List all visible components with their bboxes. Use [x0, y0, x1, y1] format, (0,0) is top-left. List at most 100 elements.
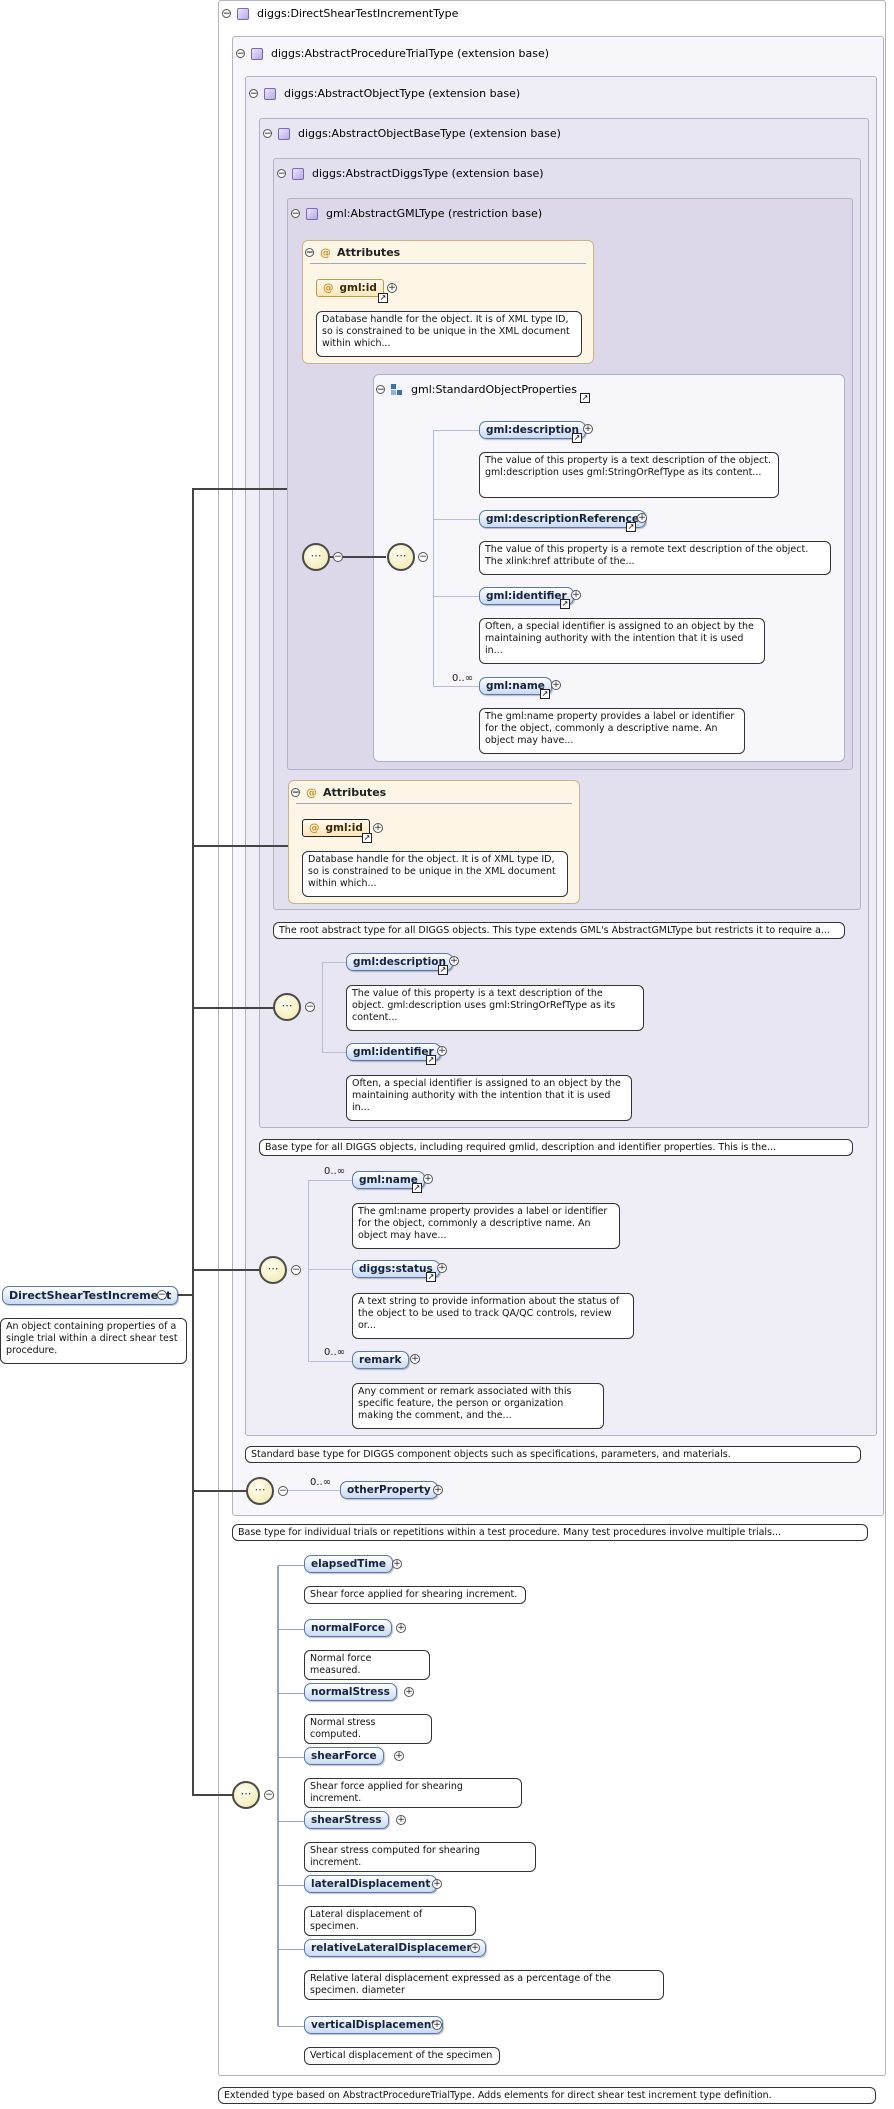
element-gml-description-reference[interactable]: gml:descriptionReference: [479, 510, 646, 528]
element-shear-stress[interactable]: shearStress: [304, 1811, 389, 1829]
link-arrow-icon[interactable]: ↗: [540, 689, 550, 699]
element-gml-description[interactable]: gml:description: [479, 421, 586, 439]
attribute-icon: @: [309, 822, 320, 834]
collapse-icon[interactable]: −: [236, 49, 245, 59]
element-gml-name[interactable]: gml:name: [479, 677, 552, 695]
collapse-icon[interactable]: −: [333, 552, 343, 562]
doc-gml-name: The gml:name property provides a label o…: [352, 1203, 620, 1249]
element-gml-name[interactable]: gml:name: [352, 1171, 425, 1189]
link-arrow-icon[interactable]: ↗: [362, 833, 372, 843]
doc-lateral-displacement: Lateral displacement of specimen.: [304, 1906, 476, 1936]
collapse-icon[interactable]: −: [278, 1486, 288, 1496]
expand-icon[interactable]: +: [396, 1623, 406, 1633]
link-arrow-icon[interactable]: ↗: [560, 599, 570, 609]
sequence-icon[interactable]: ⋯: [246, 1477, 274, 1505]
expand-icon[interactable]: +: [433, 1485, 443, 1495]
collapse-icon[interactable]: −: [222, 9, 231, 19]
expand-icon[interactable]: +: [571, 590, 581, 600]
element-gml-description[interactable]: gml:description: [346, 953, 453, 971]
expand-icon[interactable]: +: [373, 823, 383, 833]
expand-icon[interactable]: +: [410, 1354, 420, 1364]
expand-icon[interactable]: +: [437, 1263, 447, 1273]
group-header-standard-object-properties[interactable]: − gml:StandardObjectProperties: [376, 383, 577, 396]
expand-icon[interactable]: +: [432, 2020, 442, 2030]
collapse-icon[interactable]: −: [277, 169, 286, 179]
sequence-icon[interactable]: ⋯: [302, 543, 330, 571]
collapse-icon[interactable]: −: [264, 1790, 274, 1800]
collapse-icon[interactable]: −: [249, 89, 258, 99]
expand-icon[interactable]: +: [394, 1751, 404, 1761]
doc-shear-stress: Shear stress computed for shearing incre…: [304, 1842, 536, 1872]
element-shear-force[interactable]: shearForce: [304, 1747, 384, 1765]
collapse-icon[interactable]: −: [418, 552, 428, 562]
complex-type-icon: [251, 47, 263, 60]
expand-icon[interactable]: +: [637, 513, 647, 523]
element-normal-force[interactable]: normalForce: [304, 1619, 392, 1637]
doc-gml-identifier: Often, a special identifier is assigned …: [479, 618, 765, 664]
expand-icon[interactable]: +: [404, 1687, 414, 1697]
doc-gml-description-reference: The value of this property is a remote t…: [479, 541, 831, 575]
type-header-object-base[interactable]: − diggs:AbstractObjectBaseType (extensio…: [263, 127, 561, 140]
type-header-gml[interactable]: − gml:AbstractGMLType (restriction base): [291, 207, 542, 220]
type-header-object[interactable]: − diggs:AbstractObjectType (extension ba…: [249, 87, 520, 100]
expand-icon[interactable]: +: [396, 1815, 406, 1825]
root-element[interactable]: DirectShearTestIncrement: [2, 1286, 179, 1305]
attributes-title: Attributes: [337, 246, 401, 259]
collapse-icon[interactable]: −: [157, 1290, 167, 1300]
link-arrow-icon[interactable]: ↗: [438, 965, 448, 975]
expand-icon[interactable]: +: [423, 1174, 433, 1184]
connector-line: [322, 962, 348, 963]
element-gml-identifier[interactable]: gml:identifier: [346, 1043, 441, 1061]
attributes-header[interactable]: − @ Attributes: [291, 786, 386, 799]
element-relative-lateral-displacement[interactable]: relativeLateralDisplacement: [304, 1939, 487, 1957]
type-header-procedure-trial[interactable]: − diggs:AbstractProcedureTrialType (exte…: [236, 47, 549, 60]
sequence-icon[interactable]: ⋯: [387, 543, 415, 571]
connector-line: [192, 488, 287, 490]
collapse-icon[interactable]: −: [263, 129, 272, 139]
complex-type-icon: [292, 167, 304, 180]
expand-icon[interactable]: +: [449, 956, 459, 966]
link-arrow-icon[interactable]: ↗: [426, 1055, 436, 1065]
element-normal-stress[interactable]: normalStress: [304, 1683, 397, 1701]
connector-line: [278, 1565, 304, 1566]
collapse-icon[interactable]: −: [291, 788, 300, 798]
attribute-gml-id-required[interactable]: @gml:id: [302, 819, 370, 837]
expand-icon[interactable]: +: [392, 1559, 402, 1569]
collapse-icon[interactable]: −: [305, 1002, 315, 1012]
sequence-icon[interactable]: ⋯: [259, 1256, 287, 1284]
element-vertical-displacement[interactable]: verticalDisplacement: [304, 2016, 444, 2034]
link-arrow-icon[interactable]: ↗: [378, 293, 388, 303]
expand-icon[interactable]: +: [583, 424, 593, 434]
expand-icon[interactable]: +: [470, 1943, 480, 1953]
expand-icon[interactable]: +: [387, 283, 397, 293]
element-lateral-displacement[interactable]: lateralDisplacement: [304, 1875, 438, 1893]
connector-line: [192, 1007, 274, 1009]
expand-icon[interactable]: +: [432, 1879, 442, 1889]
attributes-header[interactable]: − @ Attributes: [305, 246, 400, 259]
link-arrow-icon[interactable]: ↗: [580, 393, 590, 403]
element-remark[interactable]: remark: [352, 1351, 409, 1369]
element-elapsed-time[interactable]: elapsedTime: [304, 1555, 394, 1573]
collapse-icon[interactable]: −: [376, 385, 385, 395]
doc-direct-shear-type: Extended type based on AbstractProcedure…: [218, 2087, 876, 2104]
doc-relative-lateral-displacement: Relative lateral displacement expressed …: [304, 1970, 664, 2000]
cardinality-label: 0..∞: [452, 673, 474, 684]
element-gml-identifier[interactable]: gml:identifier: [479, 587, 574, 605]
link-arrow-icon[interactable]: ↗: [626, 522, 636, 532]
collapse-icon[interactable]: −: [291, 1265, 301, 1275]
sequence-icon[interactable]: ⋯: [232, 1781, 260, 1809]
attribute-gml-id[interactable]: @gml:id: [316, 279, 384, 297]
link-arrow-icon[interactable]: ↗: [426, 1272, 436, 1282]
collapse-icon[interactable]: −: [291, 209, 300, 219]
doc-remark: Any comment or remark associated with th…: [352, 1383, 604, 1429]
type-header-direct-shear[interactable]: − diggs:DirectShearTestIncrementType: [222, 7, 458, 20]
sequence-icon[interactable]: ⋯: [273, 993, 301, 1021]
link-arrow-icon[interactable]: ↗: [572, 433, 582, 443]
expand-icon[interactable]: +: [551, 680, 561, 690]
collapse-icon[interactable]: −: [305, 248, 314, 258]
element-other-property[interactable]: otherProperty: [340, 1481, 438, 1499]
expand-icon[interactable]: +: [437, 1046, 447, 1056]
connector-line: [433, 430, 434, 686]
link-arrow-icon[interactable]: ↗: [412, 1183, 422, 1193]
type-header-diggs[interactable]: − diggs:AbstractDiggsType (extension bas…: [277, 167, 544, 180]
